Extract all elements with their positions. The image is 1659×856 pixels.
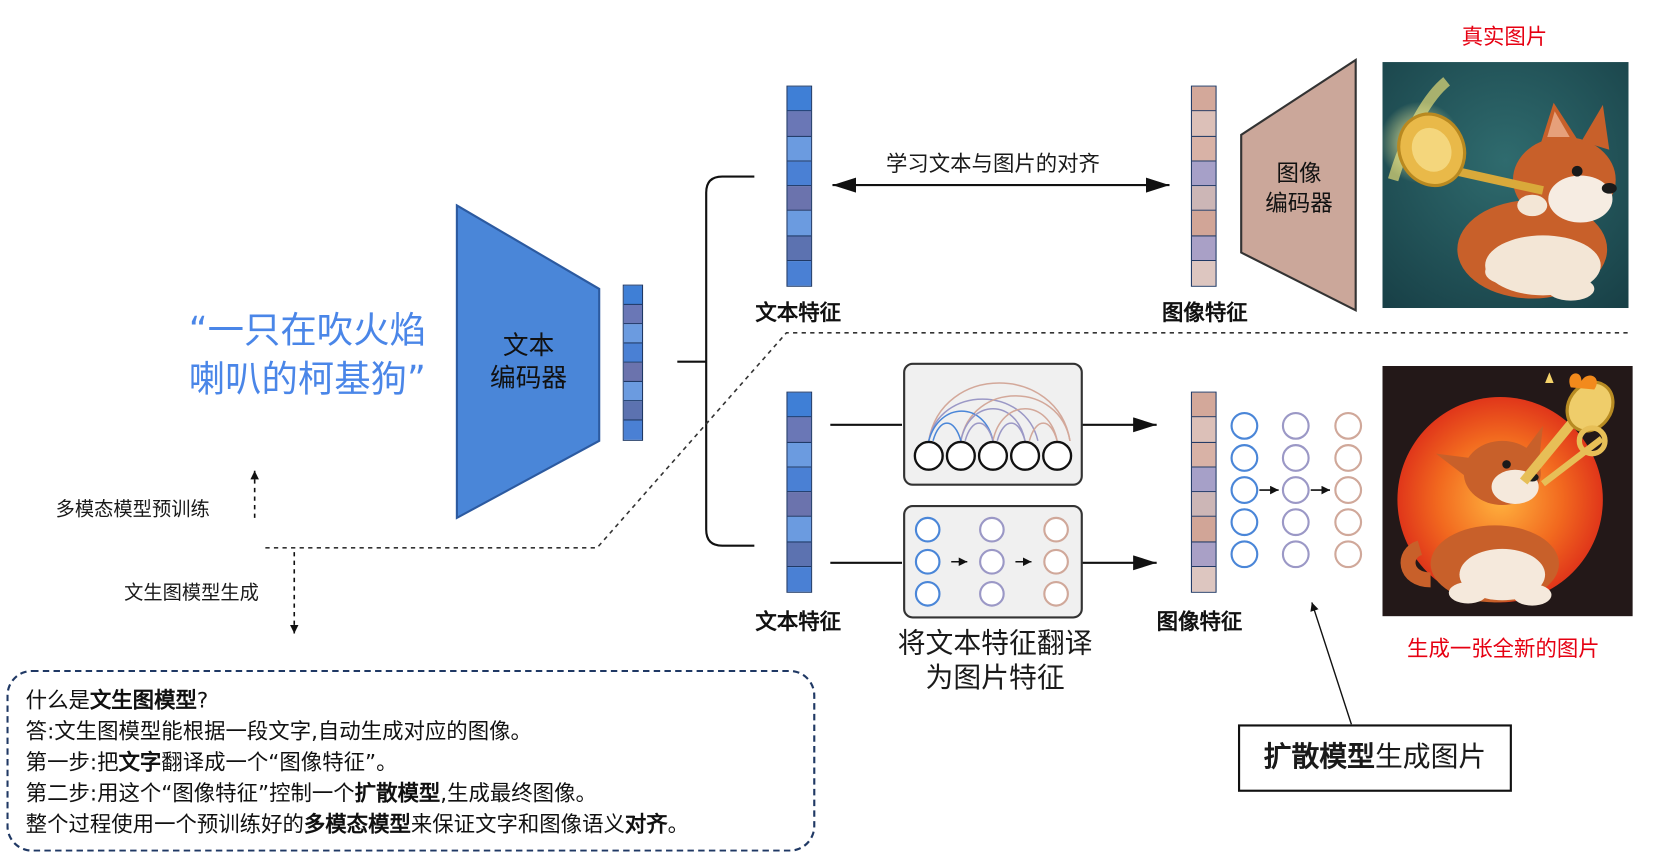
text-embedding-vector-small [622, 284, 644, 441]
faq-line-5: 整个过程使用一个预训练好的多模态模型来保证文字和图像语义对齐。 [25, 811, 690, 837]
translate-label: 将文本特征翻译 为图片特征 [897, 628, 1093, 695]
vector-cell [1191, 136, 1216, 162]
image-feature-vector-bottom [1190, 391, 1217, 593]
pretrain-label: 多模态模型预训练 [55, 498, 210, 522]
vector-cell [1191, 211, 1216, 236]
vector-cell [1191, 566, 1216, 592]
faq-line-1: 什么是文生图模型? [25, 686, 209, 713]
vector-cell [623, 381, 643, 402]
text-feature-label-top: 文本特征 [755, 299, 842, 326]
vector-cell [623, 401, 643, 421]
prompt-text: “一只在吹火焰 喇叭的柯基狗” [188, 309, 426, 402]
generated-image-label: 生成一张全新的图片 [1407, 635, 1600, 662]
vector-cell [1191, 86, 1216, 112]
vector-cell [623, 343, 643, 363]
generated-corgi-image [1382, 365, 1633, 617]
vector-cell [787, 86, 812, 112]
vector-cell [787, 211, 812, 236]
vector-cell [1191, 467, 1216, 493]
vector-cell [787, 492, 812, 518]
vector-cell [787, 392, 812, 418]
vector-cell [787, 111, 812, 137]
image-encoder-shape [1240, 57, 1357, 313]
vector-cell [1191, 235, 1216, 261]
vector-cell [787, 566, 812, 592]
vector-cell [1191, 161, 1216, 187]
faq-box: 什么是文生图模型? 答:文生图模型能根据一段文字,自动生成对应的图像。 第一步:… [6, 669, 816, 852]
image-feature-label-bottom: 图像特征 [1156, 608, 1243, 635]
image-encoder-label: 图像 编码器 [1265, 160, 1333, 217]
vector-cell [787, 541, 812, 567]
align-label: 学习文本与图片的对齐 [885, 150, 1100, 177]
vector-cell [787, 417, 812, 443]
vector-cell [623, 362, 643, 382]
vector-cell [787, 235, 812, 261]
image-feature-vector-top [1190, 85, 1217, 287]
diffusion-callout-rest: 生成图片 [1374, 741, 1487, 774]
vector-cell [1191, 392, 1216, 418]
vector-cell [623, 324, 643, 344]
real-corgi-image [1382, 62, 1629, 309]
vector-cell [1191, 442, 1216, 468]
diffusion-callout-box: 扩散模型生成图片 [1237, 724, 1512, 792]
vector-cell [1191, 492, 1216, 518]
vector-cell [623, 285, 643, 305]
vector-cell [787, 442, 812, 468]
text-feature-vector-bottom [786, 391, 813, 593]
diffusion-callout-bold: 扩散模型 [1263, 741, 1375, 774]
generation-label: 文生图模型生成 [124, 582, 259, 605]
text-feature-vector-top [786, 85, 813, 287]
image-feature-label-top: 图像特征 [1162, 299, 1248, 326]
vector-cell [787, 260, 812, 286]
text-encoder-shape [455, 203, 601, 520]
vector-cell [1191, 517, 1216, 542]
faq-line-3: 第一步:把文字翻译成一个“图像特征”。 [25, 749, 398, 775]
vector-cell [787, 186, 812, 212]
vector-cell [1191, 111, 1216, 137]
vector-cell [1191, 260, 1216, 286]
vector-cell [787, 467, 812, 493]
text-feature-label-bottom: 文本特征 [755, 608, 842, 635]
real-image-label: 真实图片 [1461, 23, 1548, 50]
text-encoder-label: 文本 编码器 [490, 330, 568, 393]
vector-cell [623, 420, 643, 440]
vector-cell [623, 304, 643, 325]
vector-cell [787, 161, 812, 187]
vector-cell [1191, 541, 1216, 567]
faq-line-2: 答:文生图模型能根据一段文字,自动生成对应的图像。 [25, 717, 532, 744]
vector-cell [787, 517, 812, 542]
faq-line-4: 第二步:用这个“图像特征”控制一个扩散模型,生成最终图像。 [25, 780, 597, 806]
vector-cell [787, 136, 812, 162]
vector-cell [1191, 417, 1216, 443]
vector-cell [1191, 186, 1216, 212]
